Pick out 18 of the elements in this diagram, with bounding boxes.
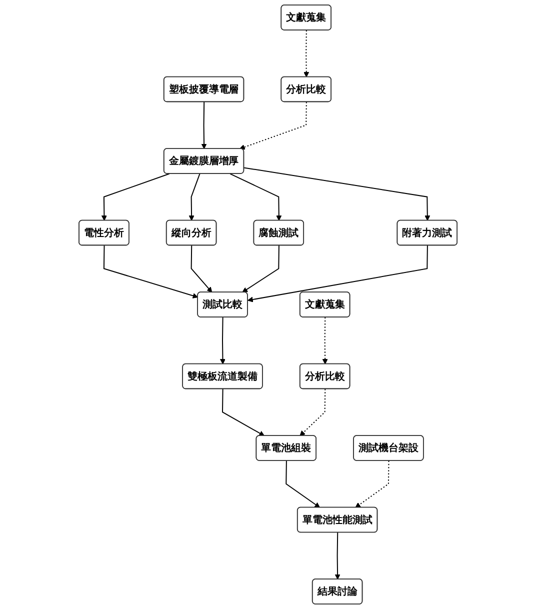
- arrow: [304, 30, 310, 78]
- arrow: [335, 532, 341, 580]
- arrow: [202, 102, 208, 150]
- arrow: [242, 245, 280, 293]
- arrow: [356, 460, 390, 508]
- arrow: [189, 173, 201, 221]
- arrow: [220, 316, 226, 364]
- arrow: [244, 167, 431, 221]
- arrow: [222, 388, 266, 436]
- arrow: [300, 388, 326, 436]
- arrow: [286, 460, 321, 508]
- arrow: [230, 173, 282, 221]
- arrow: [102, 173, 170, 221]
- arrow: [322, 316, 328, 364]
- arrow: [248, 245, 428, 302]
- arrow: [240, 102, 308, 150]
- arrow: [191, 245, 213, 293]
- arrow: [104, 245, 199, 298]
